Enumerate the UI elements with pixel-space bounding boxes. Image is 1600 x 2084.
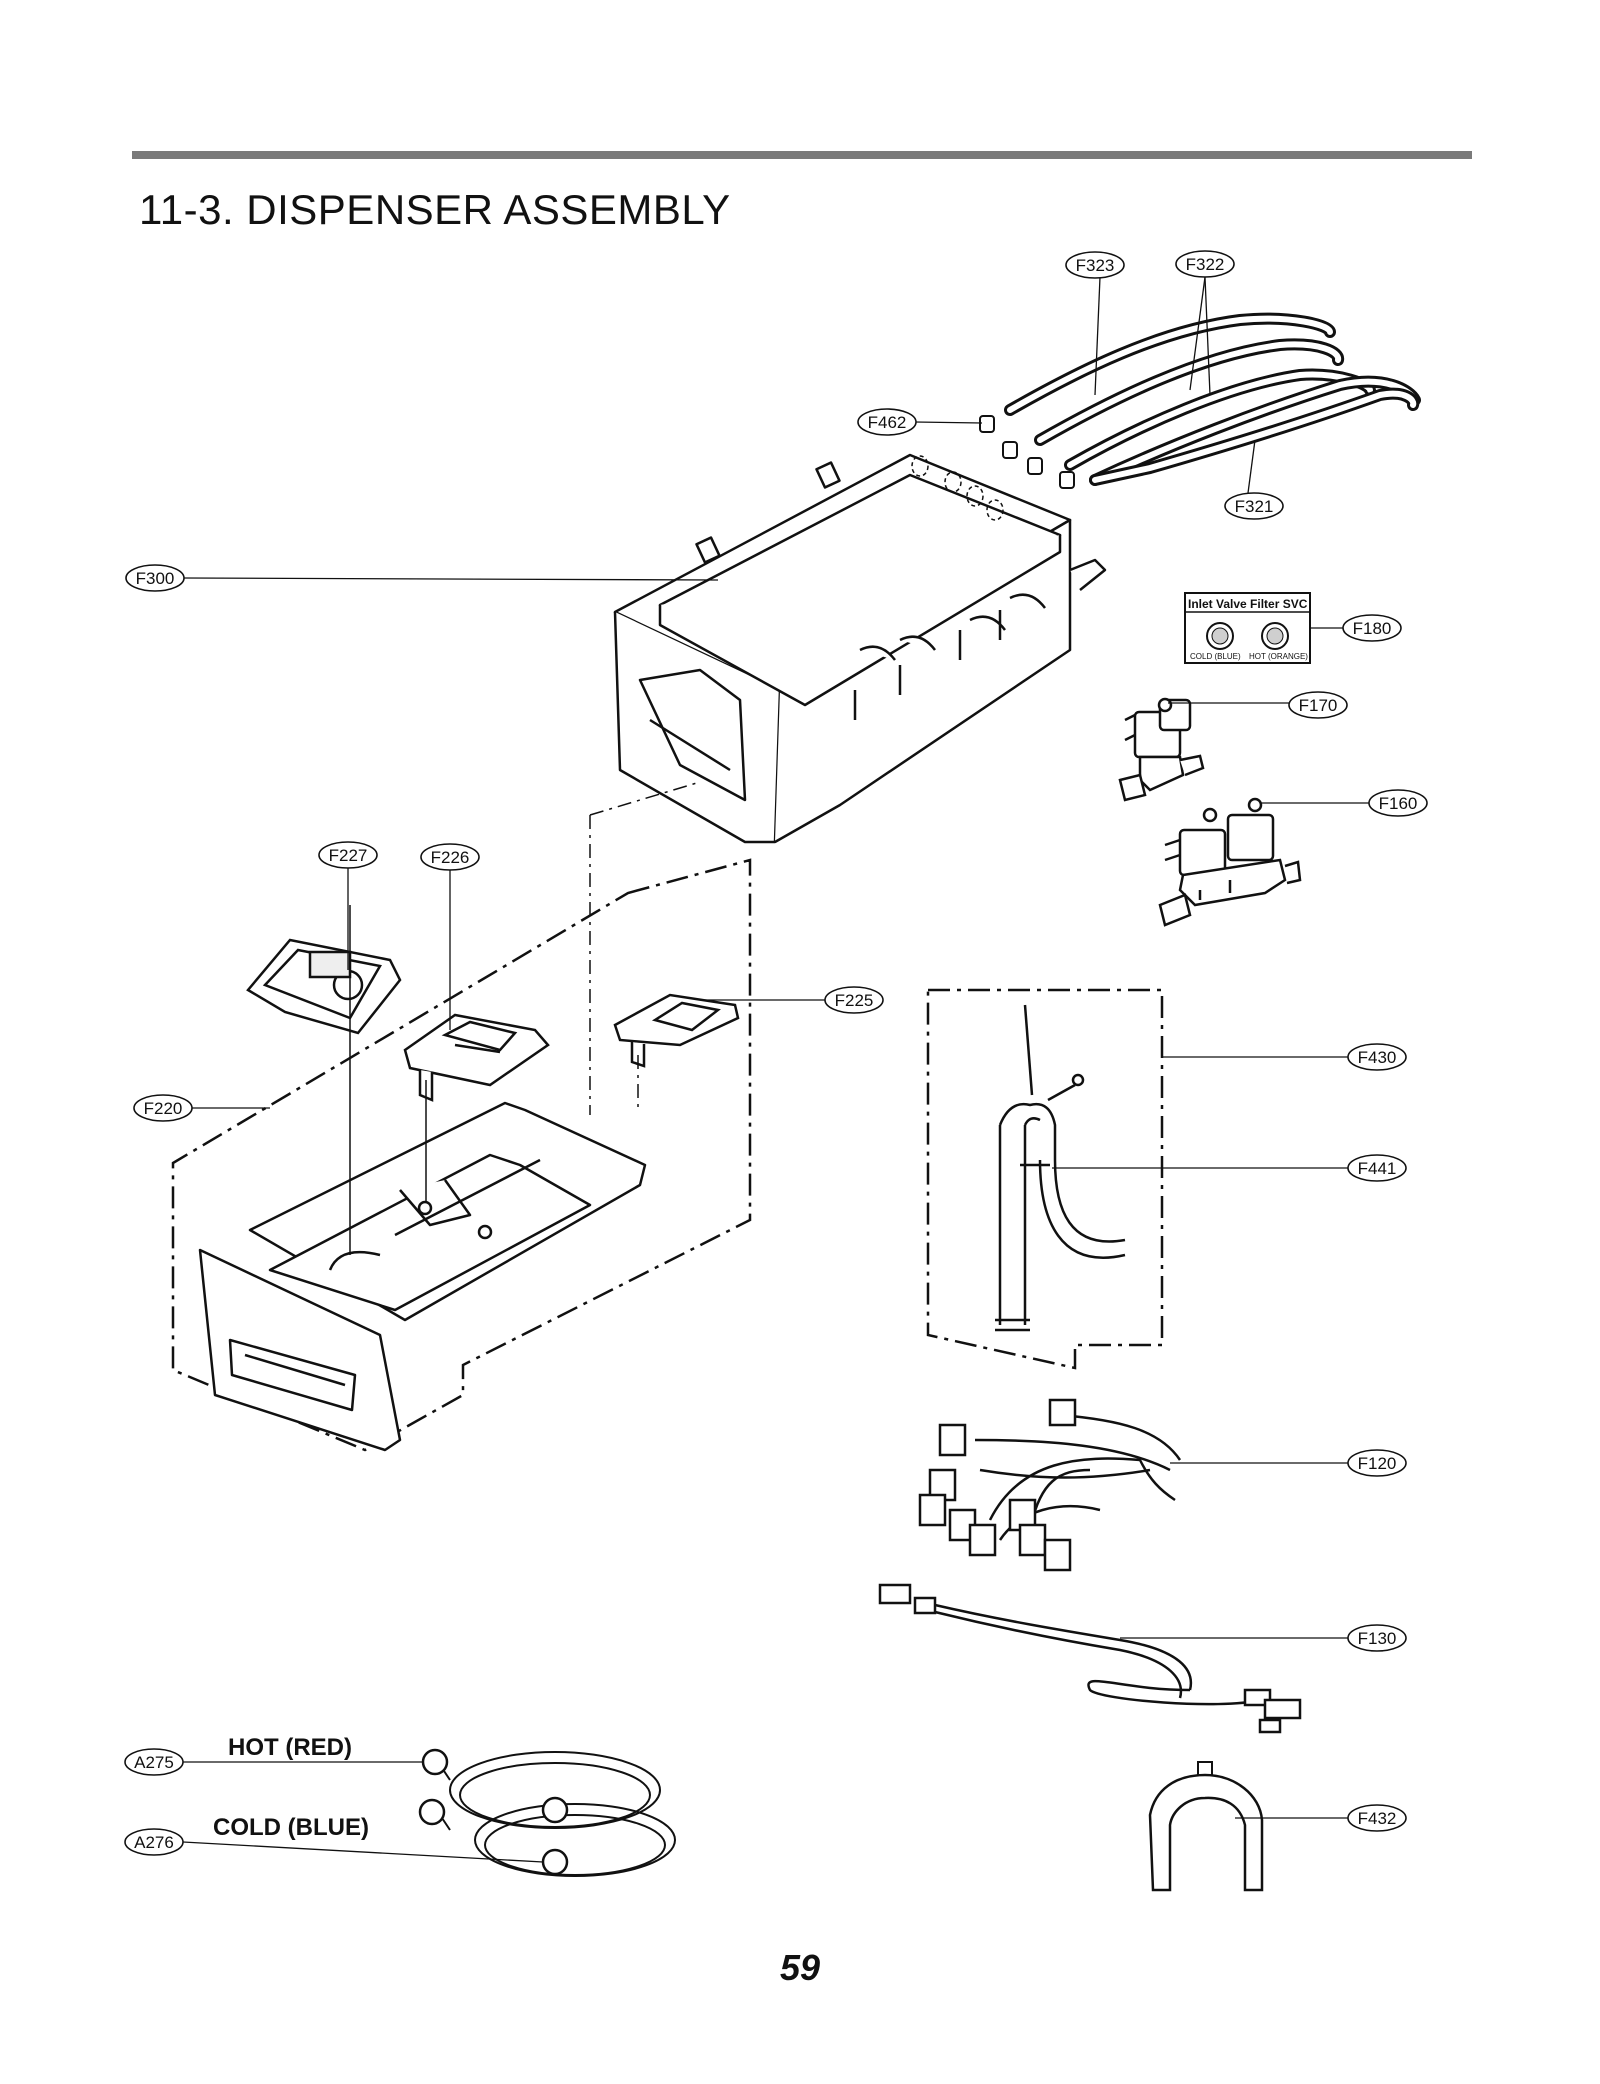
callout-oval — [1347, 1154, 1407, 1182]
page-number: 59 — [779, 1947, 821, 1988]
section-title: 11-3. DISPENSER ASSEMBLY — [139, 186, 731, 233]
sensor-cable-part — [878, 1583, 1302, 1734]
hot-hose-label: HOT (RED) — [228, 1734, 352, 1761]
inlet-filter-svc-box: Inlet Valve Filter SVC COLD (BLUE) HOT (… — [1184, 592, 1311, 664]
callout-oval — [420, 843, 480, 871]
leader-lines — [182, 276, 1370, 1863]
svc-box-hot-label: HOT (ORANGE) — [1249, 652, 1308, 661]
bleach-cover-part — [403, 1013, 550, 1102]
callout-oval — [1224, 492, 1284, 520]
callout-A276: A276 — [134, 1833, 174, 1852]
svc-box-title: Inlet Valve Filter SVC — [1188, 597, 1308, 611]
callout-oval — [1342, 614, 1402, 642]
softener-cover-part — [246, 938, 402, 1035]
callout-oval — [133, 1094, 193, 1122]
callout-F120: F120 — [1358, 1454, 1397, 1473]
callout-F300: F300 — [136, 569, 175, 588]
tray-guides — [349, 815, 639, 1255]
callout-oval — [1347, 1804, 1407, 1832]
single-inlet-valve-part — [1118, 697, 1205, 802]
callout-F160: F160 — [1379, 794, 1418, 813]
callout-F225: F225 — [835, 991, 874, 1010]
callout-oval — [1368, 789, 1428, 817]
callout-oval — [1065, 251, 1125, 279]
callout-F226: F226 — [431, 848, 470, 867]
housing-tray-guide — [589, 781, 701, 816]
callout-A275: A275 — [134, 1753, 174, 1772]
callouts — [124, 250, 1428, 1856]
callout-F321: F321 — [1235, 497, 1274, 516]
callout-oval — [1347, 1043, 1407, 1071]
title-rule — [132, 151, 1472, 159]
cold-hose-label: COLD (BLUE) — [213, 1814, 369, 1841]
inlet-hoses-part — [439, 1751, 676, 1877]
wire-harness-part — [918, 1398, 1182, 1572]
callout-oval — [824, 986, 884, 1014]
callout-F323: F323 — [1076, 256, 1115, 275]
callout-oval — [318, 841, 378, 869]
callout-F130: F130 — [1358, 1629, 1397, 1648]
detergent-cover-part — [613, 993, 740, 1068]
drain-hoses-part — [1004, 312, 1421, 486]
callout-oval — [124, 1828, 184, 1856]
dispenser-housing-part — [613, 453, 1107, 844]
callout-oval — [1347, 1449, 1407, 1477]
callout-oval — [1347, 1624, 1407, 1652]
callout-oval — [124, 1748, 184, 1776]
hidden-ports — [911, 455, 1004, 521]
callout-F220: F220 — [144, 1099, 183, 1118]
callout-oval — [1288, 691, 1348, 719]
callout-F432: F432 — [1358, 1809, 1397, 1828]
hose-guide-bracket-part — [1148, 1773, 1264, 1892]
callout-oval — [1175, 250, 1235, 278]
callout-F430: F430 — [1358, 1048, 1397, 1067]
callout-oval — [857, 408, 917, 436]
double-inlet-valve-part — [1158, 797, 1302, 927]
hose-fittings — [418, 1748, 569, 1876]
callout-F322: F322 — [1186, 255, 1225, 274]
hose-clamps-part — [979, 415, 1075, 489]
callout-F441: F441 — [1358, 1159, 1397, 1178]
callout-F227: F227 — [329, 846, 368, 865]
callout-oval — [125, 564, 185, 592]
drain-assembly-boundary — [926, 988, 1164, 1370]
callout-labels: F323 F322 F462 F321 F300 F180 F170 F160 … — [134, 255, 1417, 1852]
tray-group-boundary — [171, 858, 752, 1452]
callout-F170: F170 — [1299, 696, 1338, 715]
callout-F180: F180 — [1353, 619, 1392, 638]
dispenser-drawer-part — [198, 1101, 647, 1452]
drain-hose-part — [995, 1004, 1126, 1332]
callout-F462: F462 — [868, 413, 907, 432]
bracket-tab — [1197, 1761, 1213, 1775]
svc-box-cold-label: COLD (BLUE) — [1190, 652, 1241, 661]
